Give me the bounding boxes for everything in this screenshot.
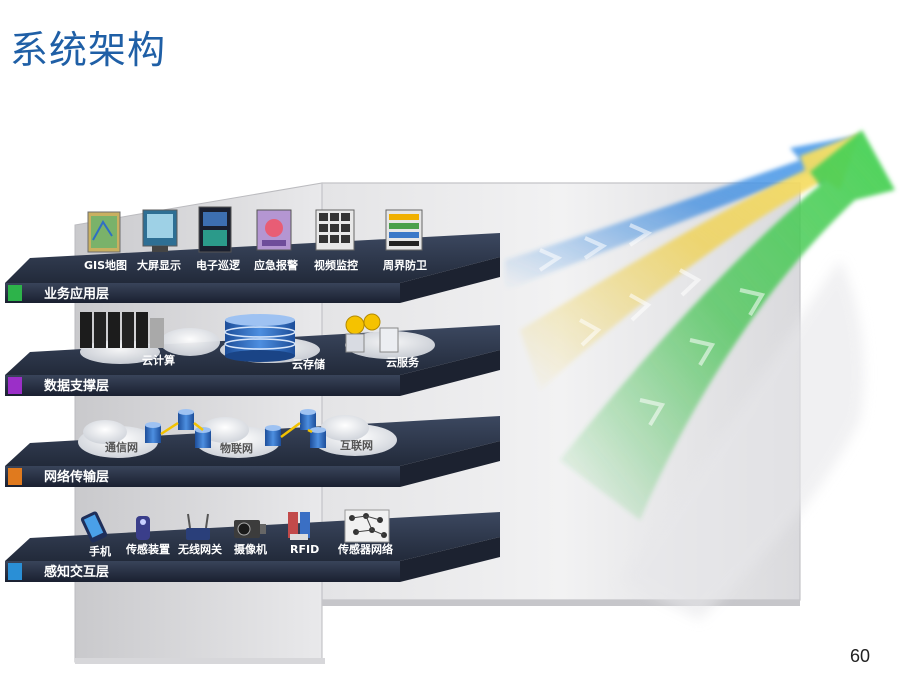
sensor-network-icon	[344, 509, 390, 543]
alarm-icon	[256, 209, 292, 251]
item-video-monitor: 视频监控	[314, 258, 358, 272]
item-patrol: 电子巡逻	[196, 258, 241, 272]
item-internet: 互联网	[340, 438, 373, 452]
shelf-layer-1	[5, 233, 500, 303]
network-cloud-icon	[78, 415, 397, 458]
page-title: 系统架构	[10, 28, 167, 72]
growth-arrows	[505, 130, 895, 620]
perimeter-icon	[385, 209, 423, 251]
item-sensor-network: 传感器网络	[337, 542, 393, 556]
item-mobile: 手机	[89, 544, 111, 558]
item-emergency-alarm: 应急报警	[254, 258, 298, 272]
database-node-icon	[145, 409, 326, 448]
item-wireless-gateway: 无线网关	[177, 542, 222, 556]
layer-marker-business	[8, 285, 22, 301]
camera-icon	[234, 520, 266, 538]
item-camera: 摄像机	[234, 542, 267, 556]
chevron-marks	[538, 223, 766, 427]
layer-name-network: 网络传输层	[44, 469, 109, 485]
server-rack-icon	[80, 312, 164, 348]
database-stack-icon	[224, 314, 296, 362]
cloud-service-icon	[345, 313, 399, 353]
item-cloud-storage: 云存储	[292, 357, 325, 371]
layer-marker-network	[8, 468, 22, 485]
layer-name-data: 数据支撑层	[44, 378, 109, 394]
monitor-icon	[142, 209, 178, 252]
item-big-screen: 大屏显示	[137, 258, 181, 272]
item-sensor-device: 传感装置	[125, 542, 170, 556]
item-perimeter: 周界防卫	[383, 258, 427, 272]
item-gis-map: GIS地图	[84, 258, 127, 272]
item-telecom-net: 通信网	[105, 440, 138, 454]
item-rfid: RFID	[290, 543, 319, 556]
layer-name-business: 业务应用层	[44, 286, 109, 302]
patrol-screen-icon	[198, 206, 232, 253]
item-cloud-service: 云服务	[386, 355, 420, 369]
map-icon	[87, 211, 121, 253]
layer-marker-sensing	[8, 563, 22, 580]
wireless-gateway-icon	[186, 513, 210, 540]
video-wall-icon	[315, 209, 355, 251]
phone-icon	[80, 511, 108, 543]
layer-name-sensing: 感知交互层	[44, 564, 109, 580]
item-iot-net: 物联网	[220, 441, 253, 455]
sensor-device-icon	[136, 516, 150, 540]
layer-marker-data	[8, 377, 22, 394]
rfid-icon	[288, 512, 310, 540]
page-number: 60	[849, 646, 870, 666]
item-cloud-computing: 云计算	[142, 353, 175, 367]
